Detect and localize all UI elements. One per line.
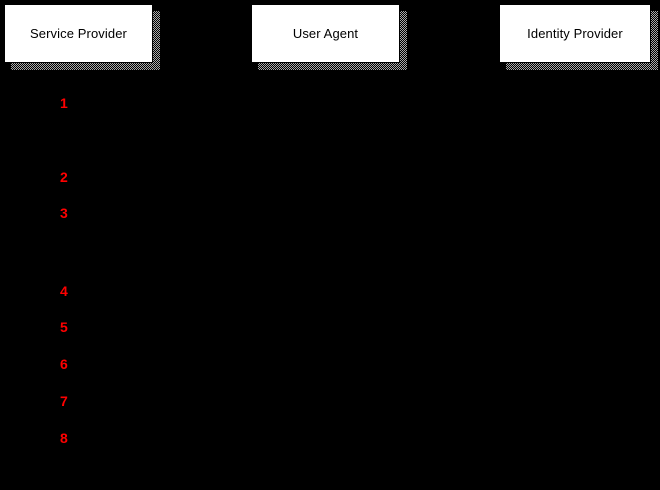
lifeline-stem-user-agent: [325, 70, 326, 480]
step-number-1: 1: [60, 95, 68, 111]
node-box-service-provider[interactable]: Service Provider: [4, 4, 153, 63]
node-label-service-provider: Service Provider: [30, 26, 127, 41]
step-number-3: 3: [60, 205, 68, 221]
step-number-2: 2: [60, 169, 68, 185]
message-arrow-5: [325, 342, 575, 343]
lifeline-stem-service-provider: [78, 70, 79, 480]
message-arrow-6: [78, 379, 325, 380]
step-number-8: 8: [60, 430, 68, 446]
node-service-provider[interactable]: Service Provider: [4, 4, 160, 71]
message-arrow-7: [78, 416, 325, 417]
node-box-identity-provider[interactable]: Identity Provider: [499, 4, 651, 63]
step-number-7: 7: [60, 393, 68, 409]
message-arrow-1: [78, 118, 325, 119]
node-identity-provider[interactable]: Identity Provider: [499, 4, 658, 71]
node-box-user-agent[interactable]: User Agent: [251, 4, 400, 63]
node-user-agent[interactable]: User Agent: [251, 4, 407, 71]
node-label-user-agent: User Agent: [292, 26, 359, 41]
message-arrow-3: [325, 228, 575, 229]
node-label-identity-provider: Identity Provider: [527, 26, 623, 41]
message-arrow-2: [78, 192, 325, 193]
lifeline-stem-identity-provider: [575, 70, 576, 480]
message-arrow-8: [78, 453, 325, 454]
message-arrow-4: [325, 306, 575, 307]
step-number-4: 4: [60, 283, 68, 299]
step-number-6: 6: [60, 356, 68, 372]
step-number-5: 5: [60, 319, 68, 335]
